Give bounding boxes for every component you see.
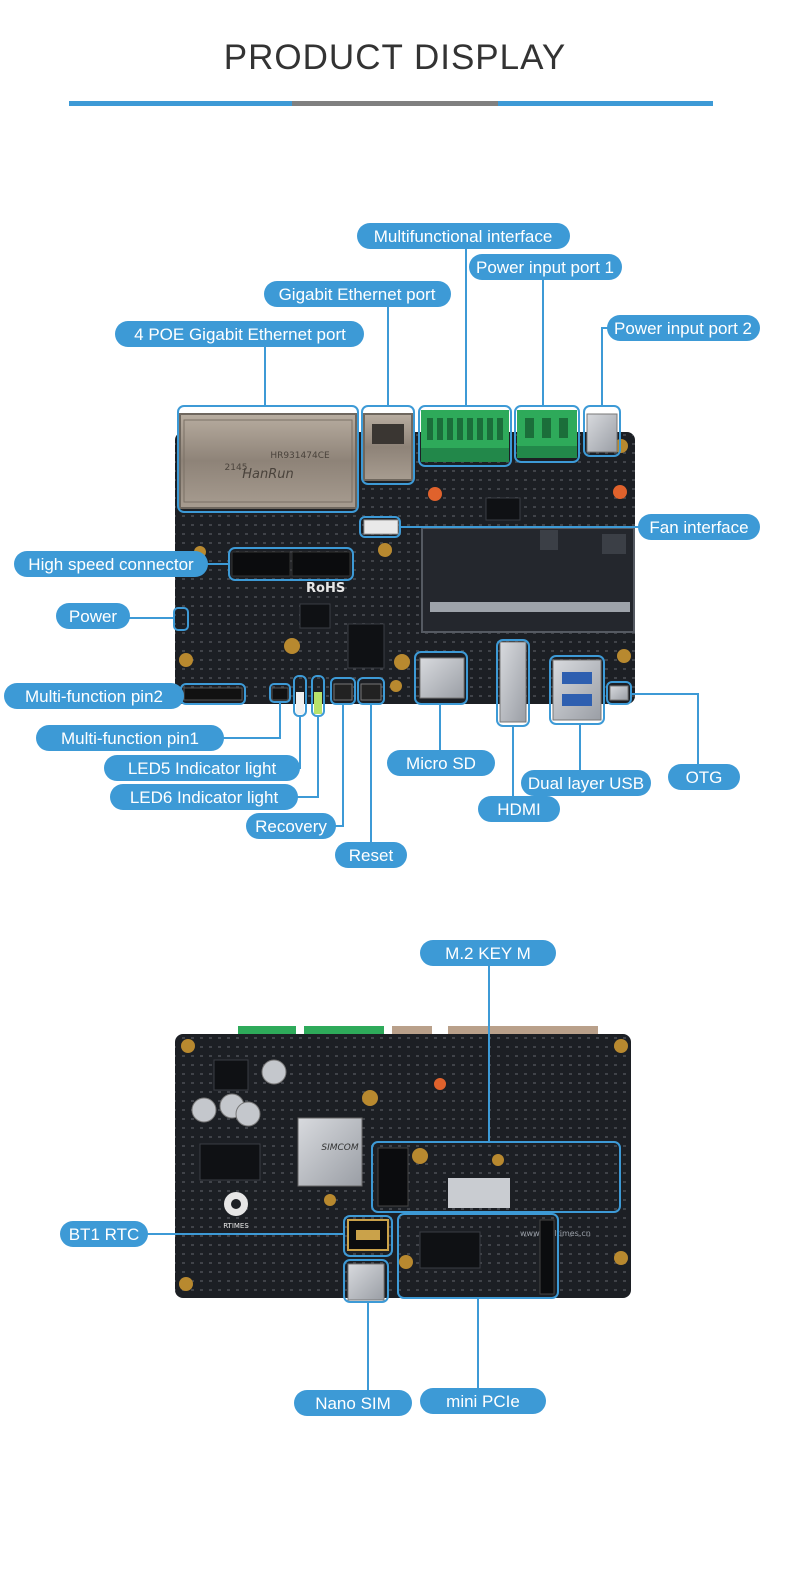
label-4-poe-gigabit-ethernet-port: 4 POE Gigabit Ethernet port — [115, 321, 364, 347]
pin-header — [183, 687, 243, 701]
top-label-pills: Multifunctional interface Power input po… — [4, 223, 760, 868]
svg-text:Multi-function pin1: Multi-function pin1 — [61, 729, 199, 748]
label-led5-indicator-light: LED5 Indicator light — [104, 755, 300, 781]
label-multifunctional-interface: Multifunctional interface — [357, 223, 570, 249]
fan-connector — [363, 519, 399, 535]
svg-text:Nano SIM: Nano SIM — [315, 1394, 391, 1413]
svg-text:Dual layer USB: Dual layer USB — [528, 774, 644, 793]
rtc-holder — [347, 1219, 389, 1251]
pin-header-small — [271, 687, 289, 701]
power-terminal-1 — [517, 410, 577, 458]
label-gigabit-ethernet-port: Gigabit Ethernet port — [264, 281, 451, 307]
bottom-label-pills: M.2 KEY M BT1 RTC Nano SIM mini PCIe — [60, 940, 556, 1416]
dc-power-jack — [586, 413, 618, 453]
chip — [347, 623, 385, 669]
multifunction-terminal — [421, 410, 509, 462]
svg-text:Reset: Reset — [349, 846, 394, 865]
svg-text:LED6 Indicator light: LED6 Indicator light — [130, 788, 279, 807]
magjack-code: HR931474CE — [270, 451, 330, 461]
hdmi-connector — [499, 641, 527, 723]
label-nano-sim: Nano SIM — [294, 1390, 412, 1416]
svg-text:OTG: OTG — [686, 768, 723, 787]
high-speed-connector-part — [231, 551, 351, 577]
label-led6-indicator-light: LED6 Indicator light — [110, 784, 298, 810]
svg-text:Fan interface: Fan interface — [649, 518, 748, 537]
otg-connector — [609, 685, 629, 701]
m2-slot-part — [377, 1147, 510, 1208]
gigabit-ethernet-jack — [363, 413, 413, 481]
label-recovery: Recovery — [246, 813, 336, 839]
module-marking: SIMCOM — [321, 1143, 359, 1153]
bottom-mounting-holes — [179, 1039, 628, 1291]
led5 — [296, 692, 304, 714]
label-reset: Reset — [335, 842, 407, 868]
bottom-leader-lines — [146, 966, 490, 1390]
svg-text:High speed connector: High speed connector — [28, 555, 194, 574]
label-hdmi: HDMI — [478, 796, 560, 822]
svg-text:4 POE Gigabit Ethernet port: 4 POE Gigabit Ethernet port — [134, 325, 346, 344]
chip — [485, 497, 521, 521]
label-multi-function-pin2: Multi-function pin2 — [4, 683, 184, 709]
svg-text:Power input port 2: Power input port 2 — [614, 319, 752, 338]
reset-button-part — [360, 683, 382, 701]
label-m2-key-m: M.2 KEY M — [420, 940, 556, 966]
vendor-site: www.realtimes.cn — [520, 1229, 591, 1238]
title-rule-right — [498, 101, 713, 106]
label-fan-interface: Fan interface — [638, 514, 760, 540]
svg-text:Gigabit Ethernet port: Gigabit Ethernet port — [279, 285, 436, 304]
label-otg: OTG — [668, 764, 740, 790]
label-power-input-port-1: Power input port 1 — [469, 254, 622, 280]
svg-text:Power: Power — [69, 607, 118, 626]
svg-text:Recovery: Recovery — [255, 817, 327, 836]
bottom-board: SIMCOM RTIMES www.realtimes.cn — [175, 1026, 631, 1301]
top-leader-lines — [128, 248, 699, 842]
svg-text:LED5 Indicator light: LED5 Indicator light — [128, 759, 277, 778]
title-rule-left — [69, 101, 292, 106]
inductor — [213, 1059, 249, 1091]
som-slot — [421, 527, 635, 633]
cellular-module: SIMCOM — [297, 1117, 363, 1187]
svg-text:Power input port 1: Power input port 1 — [476, 258, 614, 277]
svg-text:HDMI: HDMI — [497, 800, 540, 819]
title-rule-middle — [292, 101, 498, 106]
svg-text:mini PCIe: mini PCIe — [446, 1392, 520, 1411]
power-chip — [199, 1143, 261, 1181]
mini-pcie-slot-part — [419, 1219, 555, 1295]
svg-text:BT1 RTC: BT1 RTC — [69, 1225, 140, 1244]
svg-text:Multi-function pin2: Multi-function pin2 — [25, 687, 163, 706]
vendor-logo-text: RTIMES — [223, 1222, 249, 1230]
label-bt1-rtc: BT1 RTC — [60, 1221, 148, 1247]
label-multi-function-pin1: Multi-function pin1 — [36, 725, 224, 751]
svg-text:Multifunctional interface: Multifunctional interface — [374, 227, 553, 246]
label-power: Power — [56, 603, 130, 629]
vendor-logo: RTIMES — [223, 1192, 249, 1230]
svg-text:Micro SD: Micro SD — [406, 754, 476, 773]
page-title: PRODUCT DISPLAY — [223, 38, 567, 77]
svg-text:M.2 KEY M: M.2 KEY M — [445, 944, 531, 963]
label-power-input-port-2: Power input port 2 — [607, 315, 760, 341]
capacitors — [191, 1059, 287, 1127]
label-dual-layer-usb: Dual layer USB — [521, 770, 651, 796]
label-high-speed-connector: High speed connector — [14, 551, 208, 577]
recovery-button-part — [333, 683, 353, 701]
usb-connector — [552, 659, 602, 721]
magjack-date: 2145 — [225, 463, 248, 473]
poe-ethernet-jack: HanRun HR931474CE 2145 — [179, 413, 357, 509]
magjack-brand: HanRun — [242, 467, 294, 482]
top-board: HanRun HR931474CE 2145 — [175, 410, 635, 723]
label-micro-sd: Micro SD — [387, 750, 495, 776]
rohs-marking: RoHS — [306, 581, 345, 596]
microsd-slot — [419, 657, 465, 699]
nano-sim-slot — [347, 1263, 385, 1301]
chip — [299, 603, 331, 629]
led6 — [314, 692, 322, 714]
label-mini-pcie: mini PCIe — [420, 1388, 546, 1414]
